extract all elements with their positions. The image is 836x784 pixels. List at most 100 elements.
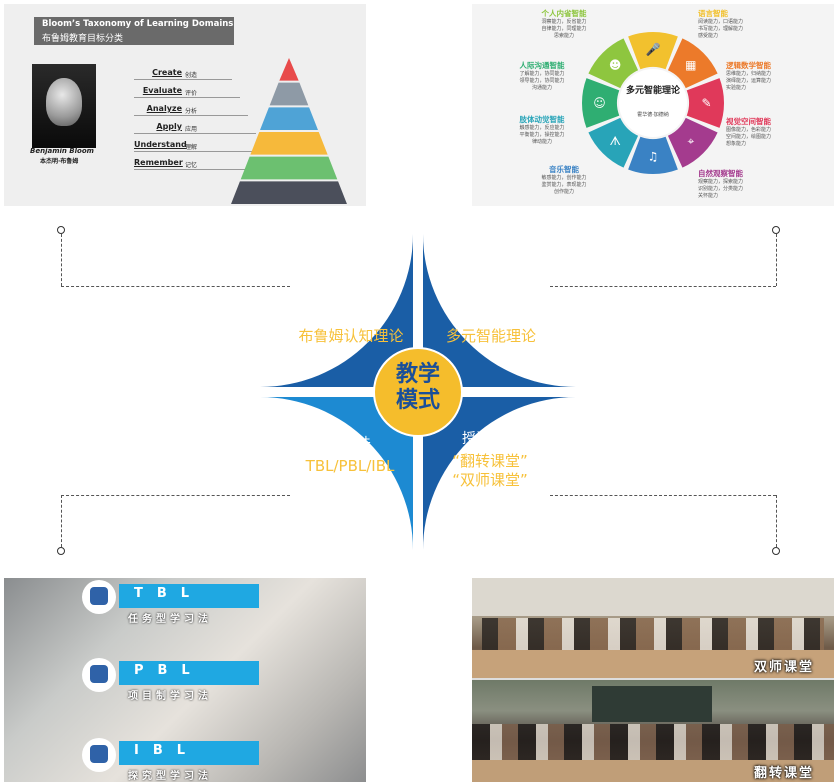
bloom-level-en: Evaluate <box>142 86 182 95</box>
intelligence-name: 人际沟通智能 <box>519 61 565 70</box>
method-band <box>119 661 259 685</box>
method-code: TBL <box>134 586 204 601</box>
intelligence-desc: 创作能力 <box>553 189 574 195</box>
head-icon: ☻ <box>609 58 622 72</box>
intelligence-desc: 识别能力，分类能力 <box>698 186 744 192</box>
intelligence-name: 视觉空间智能 <box>726 117 771 126</box>
pyramid-level-understand <box>240 156 338 180</box>
quadrant-tr-line2: 理论基础 <box>463 305 519 321</box>
multiple-intelligences-panel: 🎤▦✎⌖♫ᗑ☺☻ 多元智能理论 霍华德·加德纳 语言智能阅读能力，口语能力书写能… <box>472 4 834 206</box>
pyramid-level-analyze <box>260 107 318 130</box>
intelligence-segment <box>628 31 678 70</box>
bloom-level-en: Understand <box>134 140 187 149</box>
connector-line <box>776 495 777 547</box>
connector-dot-bl <box>57 547 65 555</box>
method-band <box>119 741 259 765</box>
intelligence-label: 音乐智能敏感能力，创作能力鉴赏能力，表现能力创作能力 <box>524 164 604 196</box>
bloom-title-en: Bloom’s Taxonomy of Learning Domains <box>42 19 234 29</box>
intelligence-desc: 观察能力，探索能力 <box>698 179 744 185</box>
bloom-level-cn: 分析 <box>185 108 198 115</box>
palette-icon: ✎ <box>701 96 711 110</box>
intelligence-label: 自然观察智能观察能力，探索能力识别能力，分类能力关怀能力 <box>698 168 778 200</box>
quadrant-bl-line1: 学习法 <box>329 436 371 452</box>
intelligence-label: 视觉空间智能图像能力，色彩能力空间能力，绘图能力想象能力 <box>726 116 806 148</box>
intelligence-name: 逻辑数学智能 <box>726 61 771 70</box>
quadrant-bottom-left <box>260 397 413 550</box>
quadrant-br-line1: 授课模式 <box>462 431 518 447</box>
dual-teacher-classroom-photo: 双师课堂 <box>472 578 834 678</box>
intelligence-label: 人际沟通智能了解能力，协同能力领导能力，协同能力沟通能力 <box>502 60 582 92</box>
intelligence-desc: 阅读能力，口语能力 <box>698 19 744 25</box>
pyramid-level-remember <box>231 181 347 204</box>
bloom-level-cn: 应用 <box>185 126 198 133</box>
connector-line <box>61 286 290 287</box>
intelligence-desc: 思维能力，归纳能力 <box>726 71 772 77</box>
intelligence-desc: 空间能力，绘图能力 <box>726 134 772 140</box>
mi-center-subtitle: 霍华德·加德纳 <box>637 112 669 118</box>
core-line2: 模式 <box>395 388 440 413</box>
intelligence-segment <box>588 38 639 89</box>
intelligence-label: 逻辑数学智能思维能力，归纳能力演绎能力，运算能力实验能力 <box>726 60 806 92</box>
telescope-icon: ⌖ <box>687 134 694 148</box>
intelligence-label: 肢体动觉智能触感能力，反应能力平衡能力，操控能力律动能力 <box>502 114 582 146</box>
intelligence-desc: 领导能力，协同能力 <box>519 78 565 84</box>
bloom-level-cn: 理解 <box>185 144 198 151</box>
mi-center-title: 多元智能理论 <box>625 86 680 96</box>
dance-icon: ᗑ <box>610 134 621 148</box>
bloom-level-cn: 评价 <box>185 90 198 97</box>
bloom-level-cn: 创造 <box>185 72 198 79</box>
quadrant-bl-highlight: TBL/PBL/IBL <box>305 457 395 475</box>
bloom-level-en: Remember <box>134 158 183 167</box>
method-code: IBL <box>134 743 200 758</box>
learning-methods-panel: TBL 任务型学习法 PBL 项目制学习法 IBL 探究型学习法 <box>4 578 366 782</box>
flipped-classroom-label: 翻转课堂 <box>754 766 815 781</box>
intelligence-desc: 想象能力 <box>726 141 747 147</box>
bloom-level-en: Create <box>152 68 182 77</box>
connector-dot-br <box>772 547 780 555</box>
intelligence-desc: 思索能力 <box>553 33 574 39</box>
intelligence-segment <box>686 78 725 128</box>
intelligence-desc: 感受能力 <box>698 33 719 39</box>
quadrant-tr-text: 课堂设计 理论基础 多元智能理论 <box>416 285 566 346</box>
pyramid-level-create <box>279 58 299 81</box>
intelligence-desc: 自律能力，同理能力 <box>541 26 587 32</box>
flipped-classroom-photo: 翻转课堂 <box>472 680 834 782</box>
bloom-taxonomy-panel: Bloom’s Taxonomy of Learning Domains 布鲁姆… <box>4 4 366 206</box>
core-circle <box>373 347 463 437</box>
bloom-level-leader-line <box>134 115 248 116</box>
quadrant-tl-text: 课程设置 理论基础 布鲁姆认知理论 <box>276 285 426 346</box>
core-label: 教学 模式 <box>378 362 458 414</box>
bloom-pyramid <box>231 58 347 204</box>
intelligence-desc: 敏感能力，创作能力 <box>541 175 587 181</box>
bloom-level-leader-line <box>134 97 240 98</box>
intelligence-desc: 图像能力，色彩能力 <box>726 127 772 133</box>
calculator-icon: ▦ <box>685 58 696 72</box>
intelligence-desc: 洞察能力，反省能力 <box>541 19 587 25</box>
bloom-level-leader-line <box>134 169 272 170</box>
classroom-photos-panel: 双师课堂 翻转课堂 <box>472 578 834 782</box>
robot-icon <box>82 580 116 614</box>
music-note-icon: ♫ <box>648 150 659 164</box>
quadrant-bottom-right <box>423 397 576 550</box>
quadrant-br-highlight2: “双师课堂” <box>452 471 528 489</box>
method-name: 探究型学习法 <box>128 771 212 782</box>
intelligence-label: 语言智能阅读能力，口语能力书写能力，理解能力感受能力 <box>698 8 778 40</box>
intelligence-desc: 鉴赏能力，表现能力 <box>541 182 587 188</box>
bloom-level-leader-line <box>134 79 232 80</box>
quadrant-tr-highlight: 多元智能理论 <box>445 327 536 345</box>
connector-line <box>61 234 62 286</box>
quadrant-top-right <box>423 234 576 387</box>
quadrant-br-highlight: “翻转课堂” <box>452 452 528 470</box>
pyramid-level-evaluate <box>269 82 309 106</box>
wheel-center <box>619 69 687 137</box>
intelligence-desc: 平衡能力，操控能力 <box>519 132 565 138</box>
bloom-level-en: Analyze <box>146 104 182 113</box>
intelligence-desc: 关怀能力 <box>698 193 719 199</box>
intelligence-segment <box>628 136 678 175</box>
core-line1: 教学 <box>395 362 440 387</box>
bloom-person-cn: 本杰明·布鲁姆 <box>40 158 79 165</box>
intelligence-name: 个人内省智能 <box>541 9 587 18</box>
intelligence-desc: 律动能力 <box>531 139 552 145</box>
bloom-level-leader-line <box>134 133 256 134</box>
intelligence-desc: 演绎能力，运算能力 <box>726 78 772 84</box>
